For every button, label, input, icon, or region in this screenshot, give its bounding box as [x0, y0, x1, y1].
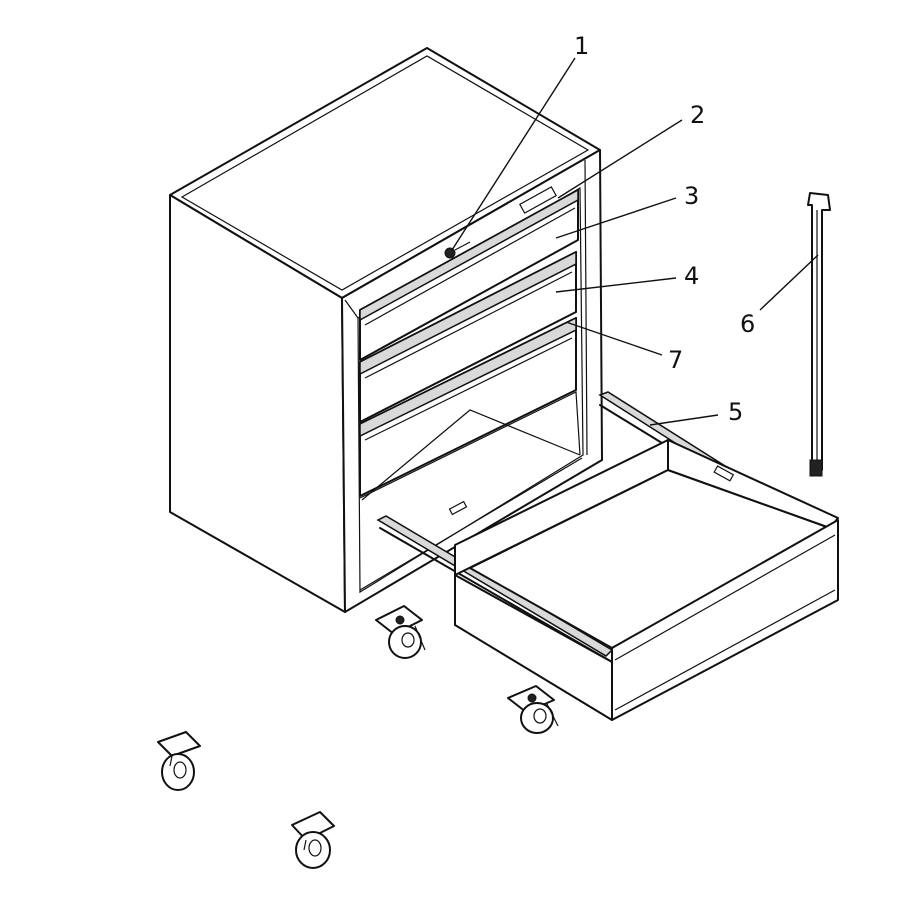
leader-2 — [557, 119, 683, 199]
leader-1 — [451, 57, 576, 251]
drawer-third — [359, 316, 577, 497]
drawer-top — [359, 186, 579, 361]
callout-7: 7 — [668, 346, 683, 374]
leader-4 — [555, 277, 677, 293]
caster-front-left — [157, 731, 201, 791]
callout-3: 3 — [684, 182, 699, 210]
leader-7 — [565, 321, 663, 356]
caster-rear-left — [375, 605, 426, 659]
leader-6 — [759, 254, 819, 311]
callout-6: 6 — [740, 310, 755, 338]
lock-bar — [807, 192, 831, 477]
callout-1: 1 — [574, 32, 589, 60]
callout-5: 5 — [728, 398, 743, 426]
drawer-open — [376, 391, 839, 721]
lock-cylinder — [444, 241, 471, 259]
bottom-bay — [359, 391, 583, 591]
callout-4: 4 — [684, 262, 699, 290]
leader-3 — [555, 197, 677, 239]
callout-labels: 1 2 3 4 5 6 7 — [574, 32, 755, 426]
caster-front-right — [291, 811, 335, 869]
leader-lines — [451, 57, 819, 426]
caster-rear-right — [507, 685, 559, 734]
drawer-second — [359, 250, 577, 423]
leader-5 — [649, 414, 719, 426]
callout-2: 2 — [690, 101, 705, 129]
